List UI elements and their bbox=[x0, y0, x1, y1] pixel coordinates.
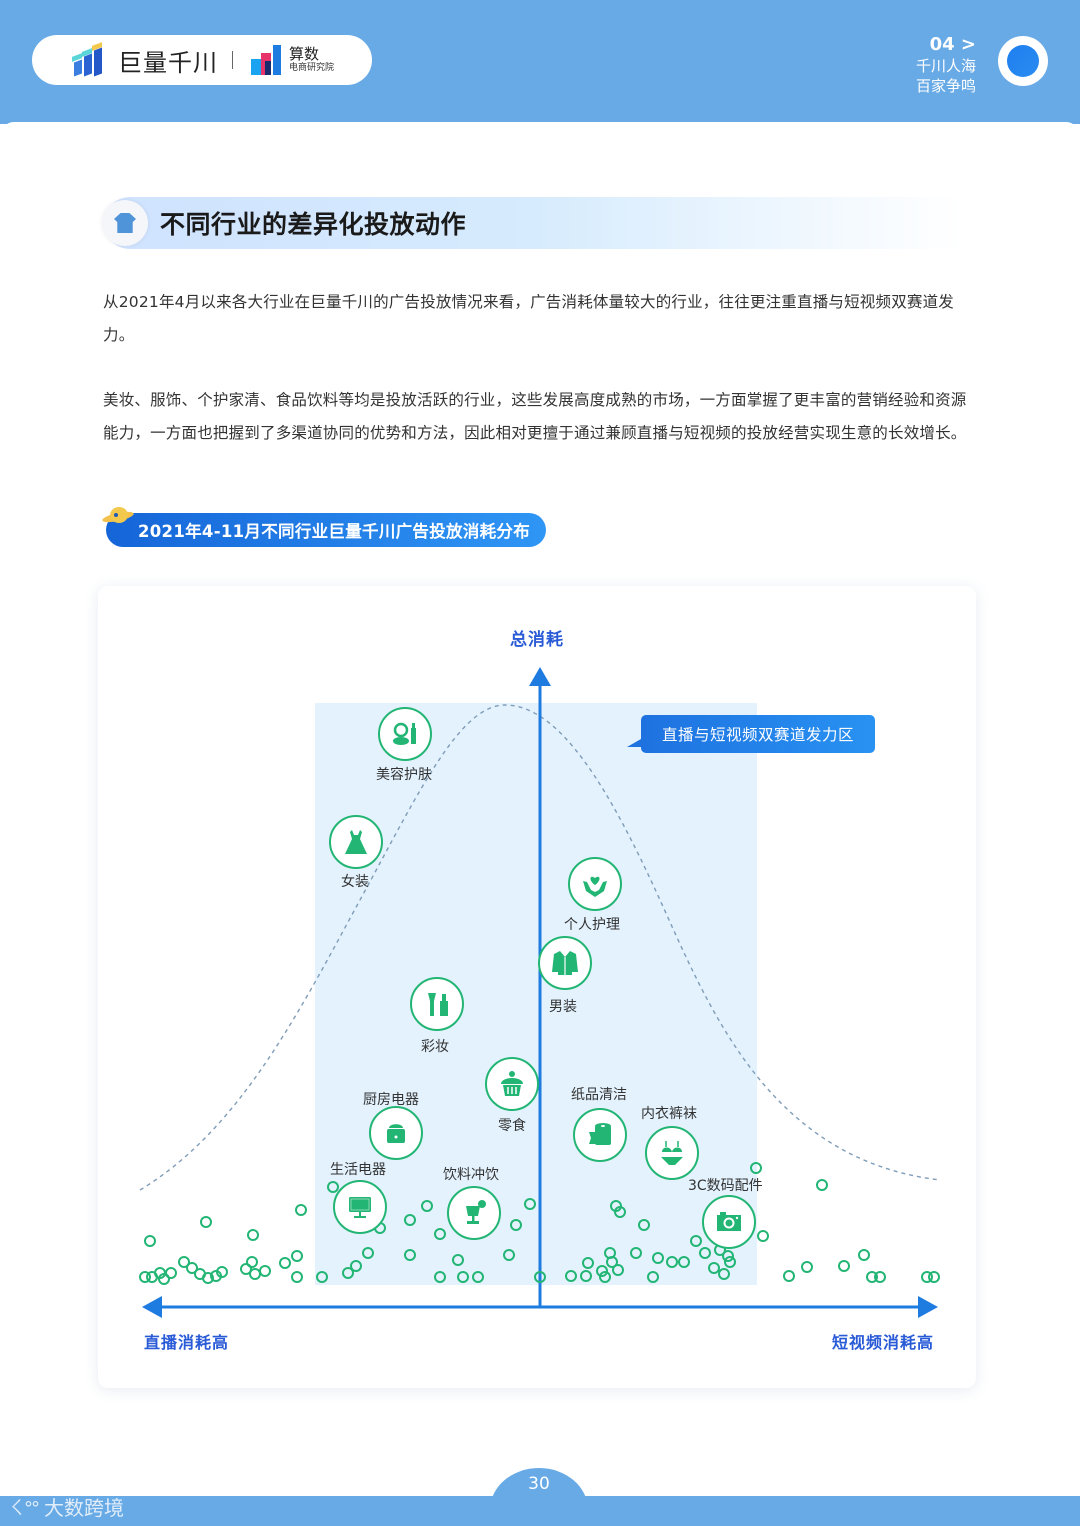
industry-label: 生活电器 bbox=[330, 1162, 386, 1178]
body-paragraph-2: 美妆、服饰、个护家清、食品饮料等均是投放活跃的行业，这些发展高度成熟的市场，一方… bbox=[103, 391, 967, 442]
industry-label: 纸品清洁 bbox=[571, 1087, 627, 1103]
section-title: 不同行业的差异化投放动作 bbox=[160, 210, 467, 239]
chapter-indicator: 04 > 千川人海 百家争鸣 bbox=[916, 34, 976, 96]
suit-jacket-icon bbox=[538, 936, 592, 990]
dress-icon bbox=[329, 815, 383, 869]
industry-label: 3C数码配件 bbox=[688, 1178, 763, 1194]
chapter-title-line2: 百家争鸣 bbox=[915, 77, 976, 95]
x-axis-left-label: 直播消耗高 bbox=[144, 1333, 230, 1352]
industry-label: 饮料冲饮 bbox=[443, 1167, 499, 1183]
cocktail-icon bbox=[447, 1186, 501, 1240]
brand-secondary-subtitle: 电商研究院 bbox=[289, 63, 335, 73]
shirt-icon bbox=[102, 200, 148, 246]
body-paragraph-1: 从2021年4月以来各大行业在巨量千川的广告投放情况来看，广告消耗体量较大的行业… bbox=[103, 293, 955, 344]
logo-divider bbox=[232, 51, 233, 69]
header-sheet-edge bbox=[0, 122, 1080, 152]
industry-label: 内衣裤袜 bbox=[641, 1106, 697, 1122]
chapter-title-line1: 千川人海 bbox=[915, 57, 976, 75]
watermark-logo-icon: ㄑ°° bbox=[8, 1497, 40, 1519]
y-axis-label: 总消耗 bbox=[510, 630, 564, 650]
hands-heart-icon bbox=[568, 857, 622, 911]
watermark-text: 大数跨境 bbox=[44, 1496, 124, 1520]
industry-label: 彩妆 bbox=[421, 1039, 449, 1055]
dual-track-zone bbox=[315, 703, 757, 1285]
camera-icon bbox=[702, 1195, 756, 1249]
rice-cooker-icon bbox=[369, 1106, 423, 1160]
x-axis-left-arrow-icon bbox=[142, 1296, 162, 1318]
industry-label: 个人护理 bbox=[564, 917, 620, 933]
chapter-number: 04 > bbox=[929, 34, 976, 55]
page-footer bbox=[0, 1496, 1080, 1526]
chapter-dot-icon bbox=[998, 36, 1048, 86]
planet-icon bbox=[101, 505, 135, 527]
page-number: 30 bbox=[528, 1474, 550, 1494]
compact-lipstick-icon bbox=[378, 707, 432, 761]
small-industry-markers bbox=[139, 1162, 940, 1285]
industry-label: 美容护肤 bbox=[376, 767, 432, 783]
industry-label: 男装 bbox=[549, 999, 577, 1015]
industry-label: 零食 bbox=[498, 1118, 526, 1134]
toilet-paper-icon bbox=[573, 1108, 627, 1162]
cupcake-icon bbox=[485, 1057, 539, 1111]
monitor-icon bbox=[333, 1180, 387, 1234]
zone-callout: 直播与短视频双赛道发力区 bbox=[627, 715, 875, 753]
industry-label: 厨房电器 bbox=[363, 1092, 419, 1108]
distribution-curve bbox=[139, 704, 941, 1191]
brand-logos: 巨量千川 算数 电商研究院 bbox=[32, 35, 372, 85]
x-axis-right-label: 短视频消耗高 bbox=[832, 1333, 935, 1352]
y-axis-arrow-icon bbox=[529, 667, 551, 686]
makeup-brush-icon bbox=[410, 977, 464, 1031]
page-header: 巨量千川 算数 电商研究院 04 > 千川人海 百家争鸣 bbox=[0, 0, 1080, 124]
brand-secondary-title: 算数 bbox=[289, 45, 320, 63]
suanshu-logo-icon bbox=[251, 45, 283, 75]
chart-title-pill: 2021年4-11月不同行业巨量千川广告投放消耗分布 bbox=[101, 507, 546, 547]
watermark: ㄑ°° 大数跨境 bbox=[8, 1492, 124, 1521]
section-heading: 不同行业的差异化投放动作 bbox=[102, 197, 964, 249]
chart-title: 2021年4-11月不同行业巨量千川广告投放消耗分布 bbox=[138, 522, 531, 541]
brand-primary: 巨量千川 bbox=[118, 48, 218, 77]
industry-label: 女装 bbox=[341, 874, 369, 890]
x-axis-right-arrow-icon bbox=[918, 1296, 938, 1318]
lingerie-icon bbox=[645, 1126, 699, 1180]
